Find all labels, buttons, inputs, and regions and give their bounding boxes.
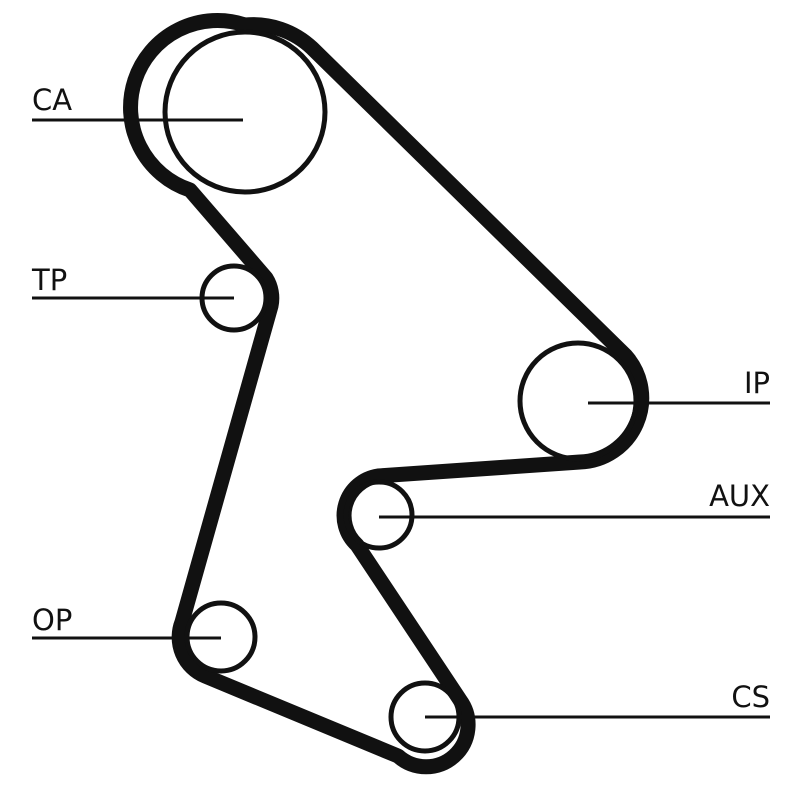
label-cs: CS xyxy=(731,680,770,714)
pulley-ip xyxy=(517,340,639,462)
pulley-aux xyxy=(343,479,415,551)
label-op: OP xyxy=(32,603,72,637)
label-ca: CA xyxy=(32,83,72,117)
belt xyxy=(123,13,650,775)
label-ip: IP xyxy=(744,366,770,400)
label-aux: AUX xyxy=(709,479,770,513)
label-tp: TP xyxy=(31,263,67,297)
pulley-ca xyxy=(162,29,328,195)
